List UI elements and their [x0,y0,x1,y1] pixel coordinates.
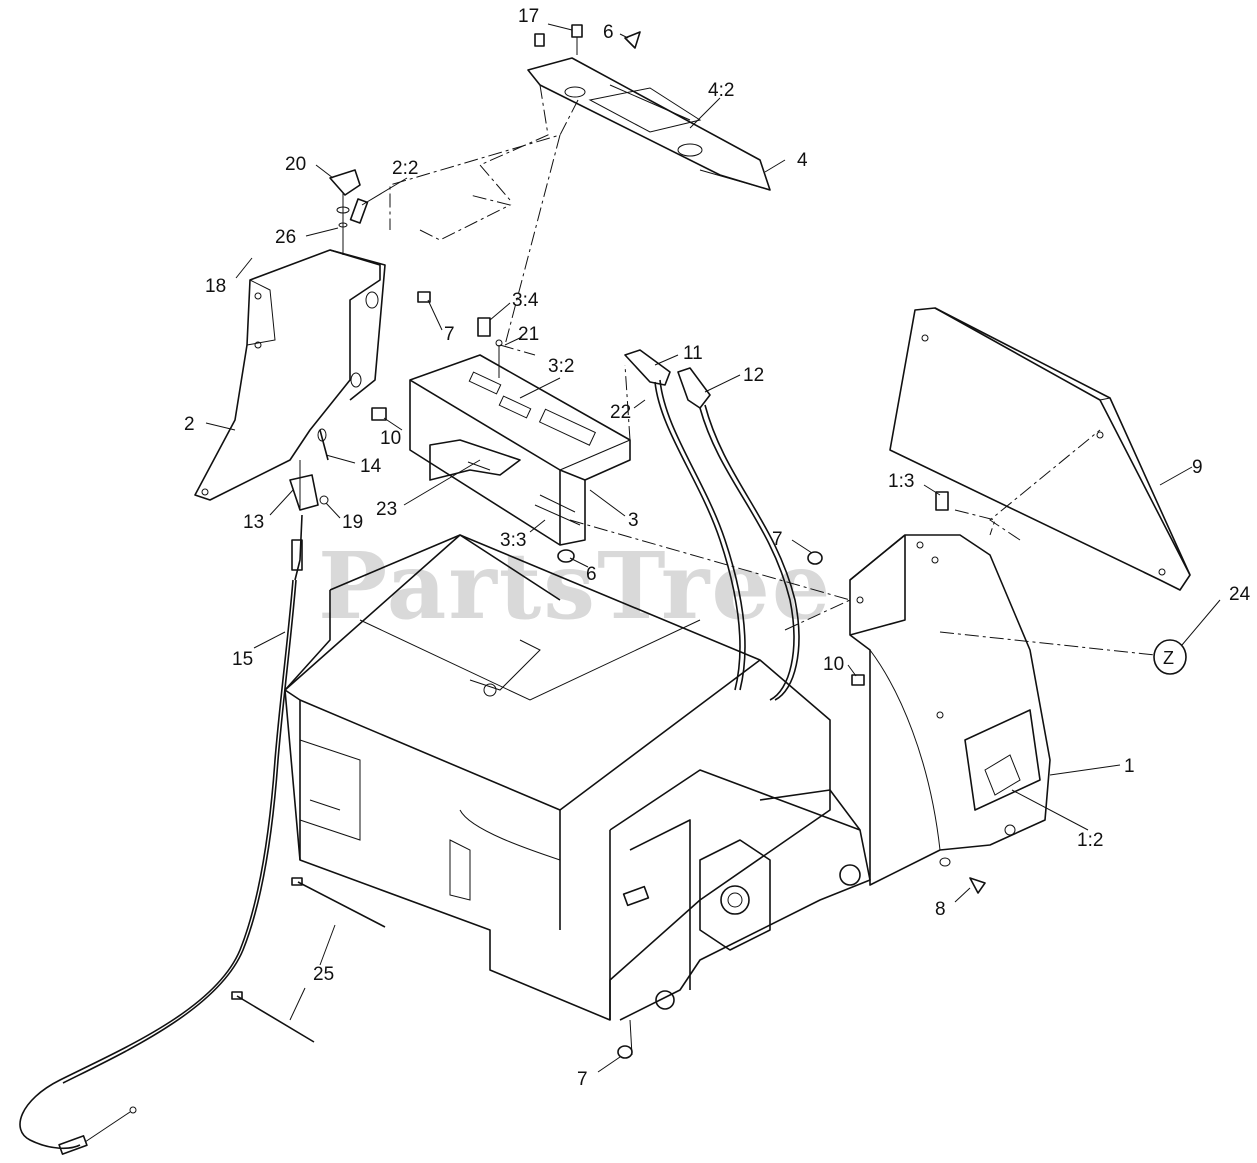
bolt-10-right [851,674,865,686]
callout-25: 25 [313,964,334,985]
callout-15: 15 [232,649,253,670]
callout-10-right: 10 [823,654,844,675]
callout-2-2: 2:2 [392,158,418,179]
callout-7: 7 [444,324,455,345]
nut-7-right [807,551,823,565]
callout-2: 2 [184,414,195,435]
callout-19: 19 [342,512,363,533]
callout-labels: 17 6 4:2 4 20 2:2 26 18 7 3:4 21 3:2 11 … [184,6,1251,1090]
callout-22: 22 [610,402,631,423]
callout-23: 23 [376,499,397,520]
switch-12 [677,367,800,701]
screw-6-top [624,31,641,49]
callout-20: 20 [285,154,306,175]
callout-1-3: 1:3 [888,471,914,492]
callout-6-box: 6 [586,564,597,585]
callout-9: 9 [1192,457,1203,478]
callout-3-3: 3:3 [500,530,526,551]
bolt-10-left [371,407,387,421]
callout-13: 13 [243,512,264,533]
small-pin-top [534,33,545,47]
standoff-3-4 [477,317,491,337]
switch-11 [624,349,746,691]
callout-7-right: 7 [772,529,783,550]
callout-17: 17 [518,6,539,27]
screw-21 [495,339,503,378]
knob-20 [329,169,361,255]
callout-14: 14 [360,456,382,477]
callout-18: 18 [205,276,226,297]
watermark: PartsTree [318,532,832,640]
callout-4: 4 [797,150,808,171]
callout-11: 11 [683,343,703,364]
screw-6-box [557,549,575,563]
callout-10: 10 [380,428,401,449]
linkage-13-14 [289,428,329,511]
screw-8 [939,857,986,894]
main-chassis-frame [284,534,871,1021]
callout-6: 6 [603,22,614,43]
leader-lines [205,23,1221,1073]
callout-3: 3 [628,510,639,531]
callout-26: 26 [275,227,296,248]
bolt-17 [571,24,583,55]
callout-4-2: 4:2 [708,80,734,101]
callout-8: 8 [935,899,946,920]
control-box-part-3 [409,354,631,546]
callout-12: 12 [743,365,764,386]
throttle-cable-15 [19,514,303,1155]
callout-1-2: 1:2 [1077,830,1103,851]
callout-3-4: 3:4 [512,290,539,311]
cover-panel-part-9 [889,307,1191,591]
callout-7-bottom: 7 [577,1069,588,1090]
callout-21: 21 [518,324,539,345]
emblem-24: Z [1153,639,1187,675]
side-panel-part-1 [849,534,1051,886]
svg-text:Z: Z [1163,648,1174,668]
nut-7-left [417,291,431,303]
top-plate-part-4 [527,57,771,191]
callout-24: 24 [1229,584,1251,605]
pin-1-3 [935,491,949,511]
cable-tie-25 [231,877,386,1043]
callout-3-2: 3:2 [548,356,574,377]
callout-1: 1 [1124,756,1135,777]
nut-7-bottom [617,1019,633,1059]
pin-2-2 [349,198,369,224]
left-bracket-part-2 [194,249,386,501]
